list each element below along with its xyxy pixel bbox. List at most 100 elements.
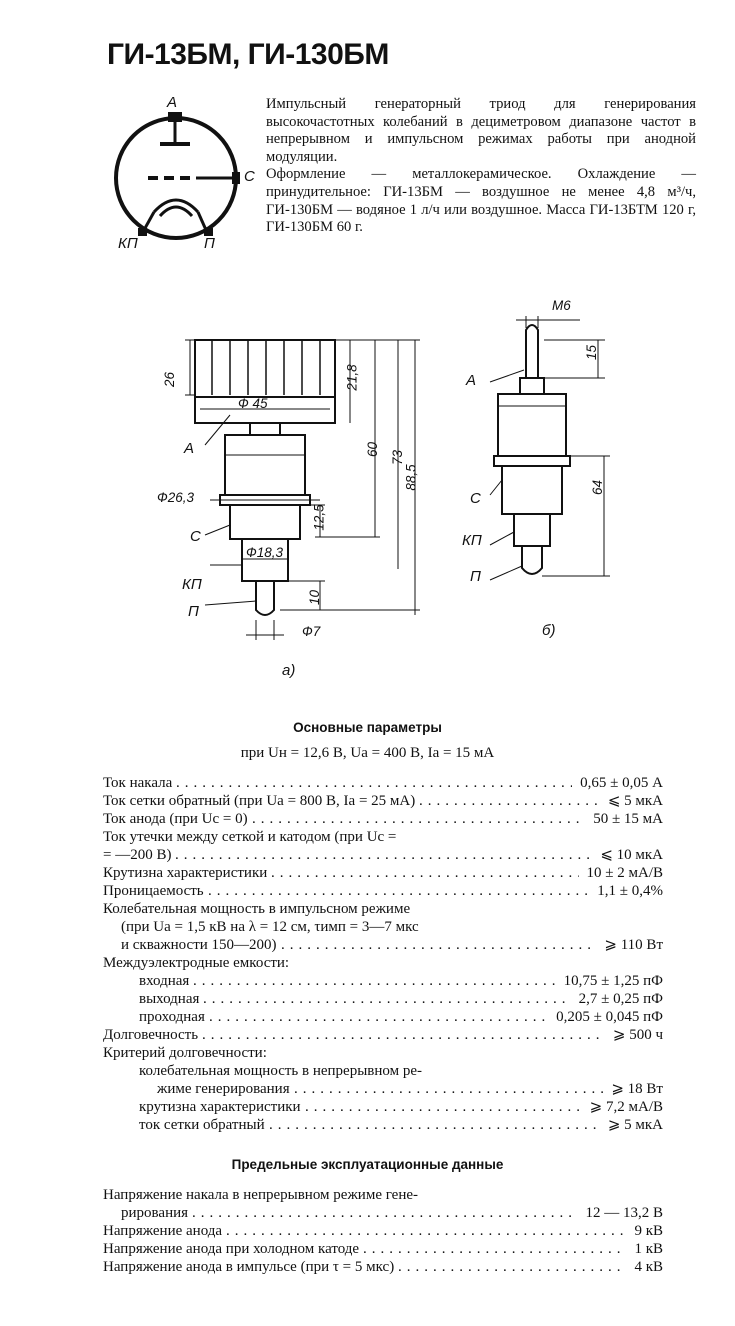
leader-dots: ........................................… bbox=[363, 1241, 626, 1257]
limit-row: Напряжение накала в непрерывном режиме г… bbox=[103, 1187, 663, 1205]
param-value: ⩾ 5 мкА bbox=[607, 1117, 663, 1133]
param-name: и скважности 150—200) bbox=[121, 937, 277, 953]
params-heading: Основные параметры bbox=[293, 720, 442, 735]
param-name: Колебательная мощность в импульсном режи… bbox=[103, 901, 411, 917]
param-value: ⩾ 500 ч bbox=[612, 1027, 663, 1043]
intro-text: Импульсный генераторный триод для генери… bbox=[266, 96, 696, 237]
leader-dots: ........................................… bbox=[226, 1223, 626, 1239]
leader-dots: ........................................… bbox=[294, 1081, 603, 1097]
param-row: и скважности 150—200)⩾ 110 Вт...........… bbox=[103, 937, 663, 955]
drawing-a-label-grid: С bbox=[190, 528, 201, 545]
dim-height-21-8: 21,8 bbox=[344, 364, 360, 391]
leader-dots: ........................................… bbox=[305, 1099, 582, 1115]
param-row: Ток накала 0,65 ± 0,05 А.................… bbox=[103, 775, 663, 793]
leader-dots: ........................................… bbox=[281, 937, 596, 953]
param-name: выходная bbox=[139, 991, 200, 1007]
drawing-b-caption: б) bbox=[542, 622, 556, 639]
param-row: Критерий долговечности: bbox=[103, 1045, 663, 1063]
param-row: ток сетки обратный⩾ 5 мкА...............… bbox=[103, 1117, 663, 1135]
params-conditions: при Uн = 12,6 В, Uа = 400 В, Iа = 15 мА bbox=[240, 745, 495, 761]
page-title: ГИ-13БМ, ГИ-130БМ bbox=[107, 38, 389, 71]
param-row: Междуэлектродные емкости: bbox=[103, 955, 663, 973]
dim-diameter-18-3: Ф18,3 bbox=[246, 545, 284, 560]
leader-dots: ........................................… bbox=[193, 973, 556, 989]
param-row: жиме генерирования ⩾ 18 Вт...............… bbox=[103, 1081, 663, 1099]
pin-label-grid: С bbox=[244, 168, 255, 185]
dim-height-64: 64 bbox=[590, 479, 606, 496]
param-row: Колебательная мощность в импульсном режи… bbox=[103, 901, 663, 919]
drawing-a-caption: а) bbox=[282, 662, 296, 679]
param-row: выходная 2,7 ± 0,25 пФ...................… bbox=[103, 991, 663, 1009]
limit-value: 1 кВ bbox=[634, 1241, 663, 1257]
drawing-b-label-cathode-heater: КП bbox=[462, 532, 482, 549]
leader-dots: ........................................… bbox=[419, 793, 600, 809]
param-value: ⩽ 5 мкА bbox=[607, 793, 663, 809]
drawing-b-label-anode: А bbox=[466, 372, 477, 389]
param-value: 10 ± 2 мА/В bbox=[586, 865, 663, 881]
param-name: жиме генерирования bbox=[157, 1081, 290, 1097]
param-name: Междуэлектродные емкости: bbox=[103, 955, 290, 971]
param-name: Ток анода (при Uс = 0) bbox=[103, 811, 248, 827]
param-name: ток сетки обратный bbox=[139, 1117, 265, 1133]
dim-height-60: 60 bbox=[365, 441, 381, 458]
param-value: 0,65 ± 0,05 А bbox=[580, 775, 663, 791]
limit-name: Напряжение анода при холодном катоде bbox=[103, 1241, 360, 1257]
param-row: Крутизна характеристики 10 ± 2 мА/В......… bbox=[103, 865, 663, 883]
outline-drawing-a bbox=[185, 339, 420, 640]
param-name: Проницаемость bbox=[103, 883, 204, 899]
drawing-b-label-grid: С bbox=[470, 490, 481, 507]
param-row: (при Uа = 1,5 кВ на λ = 12 см, τимп = 3—… bbox=[103, 919, 663, 937]
dim-thread-m6: М6 bbox=[552, 298, 571, 313]
drawing-a-label-heater: П bbox=[188, 603, 199, 620]
param-name: Долговечность bbox=[103, 1027, 199, 1043]
param-row: = —200 В) ⩽ 10 мкА.......................… bbox=[103, 847, 663, 865]
param-name: Крутизна характеристики bbox=[103, 865, 268, 881]
limit-row: Напряжение анода в импульсе (при τ = 5 м… bbox=[103, 1259, 663, 1277]
dim-height-15: 15 bbox=[584, 344, 600, 361]
dim-diameter-26-3: Ф26,3 bbox=[157, 490, 195, 505]
param-name: проходная bbox=[139, 1009, 205, 1025]
triode-symbol bbox=[114, 112, 240, 240]
param-row: колебательная мощность в непрерывном ре- bbox=[103, 1063, 663, 1081]
limit-name: рирования bbox=[121, 1205, 189, 1221]
limit-row: Напряжение анода при холодном катоде 1 кВ… bbox=[103, 1241, 663, 1259]
param-name: Ток утечки между сеткой и катодом (при U… bbox=[103, 829, 397, 845]
dim-height-73: 73 bbox=[390, 449, 406, 466]
limit-value: 9 кВ bbox=[634, 1223, 663, 1239]
param-name: колебательная мощность в непрерывном ре- bbox=[139, 1063, 422, 1079]
drawing-b-label-heater: П bbox=[470, 568, 481, 585]
param-value: ⩾ 7,2 мА/В bbox=[589, 1099, 663, 1115]
param-value: 2,7 ± 0,25 пФ bbox=[578, 991, 663, 1007]
dim-height-26: 26 bbox=[162, 371, 178, 388]
param-row: Долговечность⩾ 500 ч....................… bbox=[103, 1027, 663, 1045]
leader-dots: ........................................… bbox=[252, 811, 585, 827]
param-value: 50 ± 15 мА bbox=[593, 811, 663, 827]
leader-dots: ........................................… bbox=[176, 775, 572, 791]
param-row: Ток сетки обратный (при Uа = 800 В, Iа =… bbox=[103, 793, 663, 811]
drawing-a-label-anode: А bbox=[184, 440, 195, 457]
param-value: 0,205 ± 0,045 пФ bbox=[556, 1009, 663, 1025]
pin-label-heater: П bbox=[204, 235, 215, 252]
param-name: (при Uа = 1,5 кВ на λ = 12 см, τимп = 3—… bbox=[121, 919, 419, 935]
pin-label-cathode-heater: КП bbox=[118, 235, 138, 252]
param-value: ⩾ 18 Вт bbox=[611, 1081, 663, 1097]
leader-dots: ........................................… bbox=[271, 865, 579, 881]
param-value: 1,1 ± 0,4% bbox=[597, 883, 663, 899]
param-row: крутизна характеристики⩾ 7,2 мА/В.......… bbox=[103, 1099, 663, 1117]
dim-diameter-7: Ф7 bbox=[302, 624, 321, 639]
outline-drawing-b bbox=[489, 316, 610, 581]
param-name: Критерий долговечности: bbox=[103, 1045, 267, 1061]
leader-dots: ........................................… bbox=[209, 1009, 548, 1025]
param-name: Ток сетки обратный (при Uа = 800 В, Iа =… bbox=[103, 793, 416, 809]
param-row: Ток утечки между сеткой и катодом (при U… bbox=[103, 829, 663, 847]
param-name: = —200 В) bbox=[103, 847, 172, 863]
leader-dots: ........................................… bbox=[175, 847, 592, 863]
param-value: ⩽ 10 мкА bbox=[600, 847, 663, 863]
leader-dots: ........................................… bbox=[203, 991, 571, 1007]
param-name: Ток накала bbox=[103, 775, 173, 791]
limit-name: Напряжение накала в непрерывном режиме г… bbox=[103, 1187, 419, 1203]
